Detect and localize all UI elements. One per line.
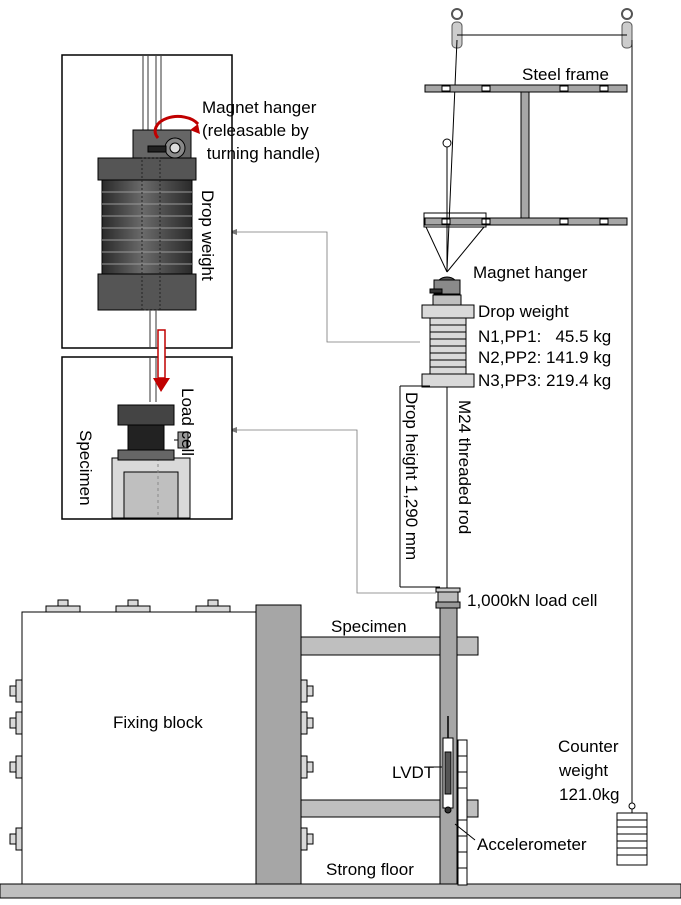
falling-direction-arrowhead bbox=[153, 378, 170, 392]
counter-weight-hook bbox=[628, 802, 636, 810]
lvdt-bracket bbox=[457, 739, 468, 886]
label-fixing-block: Fixing block bbox=[113, 713, 203, 732]
inset-label-hanger-1: Magnet hanger bbox=[202, 98, 317, 117]
right-bolts bbox=[300, 679, 314, 851]
top-bolts bbox=[45, 599, 231, 613]
drop-weight-stack bbox=[421, 304, 475, 388]
hoist-cable bbox=[446, 34, 633, 805]
accelerometer bbox=[444, 806, 452, 814]
strong-floor bbox=[0, 883, 681, 899]
inset-bottom-specimen bbox=[111, 457, 191, 519]
turning-handle-arrow bbox=[153, 115, 200, 139]
falling-direction-arrow bbox=[157, 329, 166, 379]
label-weight-n1: N1,PP1: 45.5 kg bbox=[478, 327, 611, 346]
leader-lines bbox=[433, 766, 476, 841]
inset-pointer-arrow-top bbox=[229, 229, 237, 235]
turning-handle-arrowhead bbox=[190, 124, 200, 134]
inset-bottom-load-cell bbox=[117, 404, 189, 461]
label-load-cell: 1,000kN load cell bbox=[467, 591, 597, 610]
rod-top-eye bbox=[442, 138, 452, 148]
counter-weight bbox=[616, 809, 648, 866]
drop-height-bracket bbox=[399, 385, 440, 588]
label-drop-weight: Drop weight bbox=[478, 302, 569, 321]
specimen-beams bbox=[300, 636, 479, 818]
magnet-hanger bbox=[429, 276, 462, 306]
left-bolts bbox=[9, 679, 23, 851]
inset-top-lower-rod bbox=[149, 310, 157, 347]
inset-label-specimen: Specimen bbox=[76, 430, 95, 506]
hanger-triangle bbox=[425, 226, 485, 273]
inset-label-load-cell: Load cell bbox=[178, 388, 197, 456]
label-accelerometer: Accelerometer bbox=[477, 835, 587, 854]
inset-label-hanger-2: (releasable by bbox=[202, 121, 309, 140]
lvdt-core bbox=[444, 751, 452, 795]
label-counter-weight-3: 121.0kg bbox=[559, 785, 620, 804]
label-lvdt: LVDT bbox=[392, 763, 434, 782]
label-threaded-rod: M24 threaded rod bbox=[455, 400, 474, 534]
label-weight-n2: N2,PP2: 141.9 kg bbox=[478, 348, 611, 367]
inset-top-drop-weight bbox=[97, 157, 197, 311]
inset-pointer-arrow-bottom bbox=[229, 427, 237, 433]
inset-label-hanger-3: turning handle) bbox=[202, 144, 320, 163]
label-strong-floor: Strong floor bbox=[326, 860, 414, 879]
label-counter-weight-1: Counter bbox=[558, 737, 619, 756]
label-counter-weight-2: weight bbox=[558, 761, 608, 780]
frame-guide-box bbox=[423, 212, 487, 228]
load-cell bbox=[435, 587, 461, 609]
label-steel-frame: Steel frame bbox=[522, 65, 609, 84]
pulley-right bbox=[621, 8, 633, 49]
label-specimen: Specimen bbox=[331, 617, 407, 636]
label-magnet-hanger: Magnet hanger bbox=[473, 263, 588, 282]
fixing-block bbox=[21, 611, 257, 885]
fixing-plate bbox=[255, 604, 302, 885]
label-weight-n3: N3,PP3: 219.4 kg bbox=[478, 371, 611, 390]
label-drop-height: Drop height 1,290 mm bbox=[402, 392, 421, 560]
steel-frame bbox=[424, 84, 628, 226]
inset-label-drop-weight: Drop weight bbox=[198, 190, 217, 281]
inset-pointer-lines bbox=[234, 231, 436, 594]
